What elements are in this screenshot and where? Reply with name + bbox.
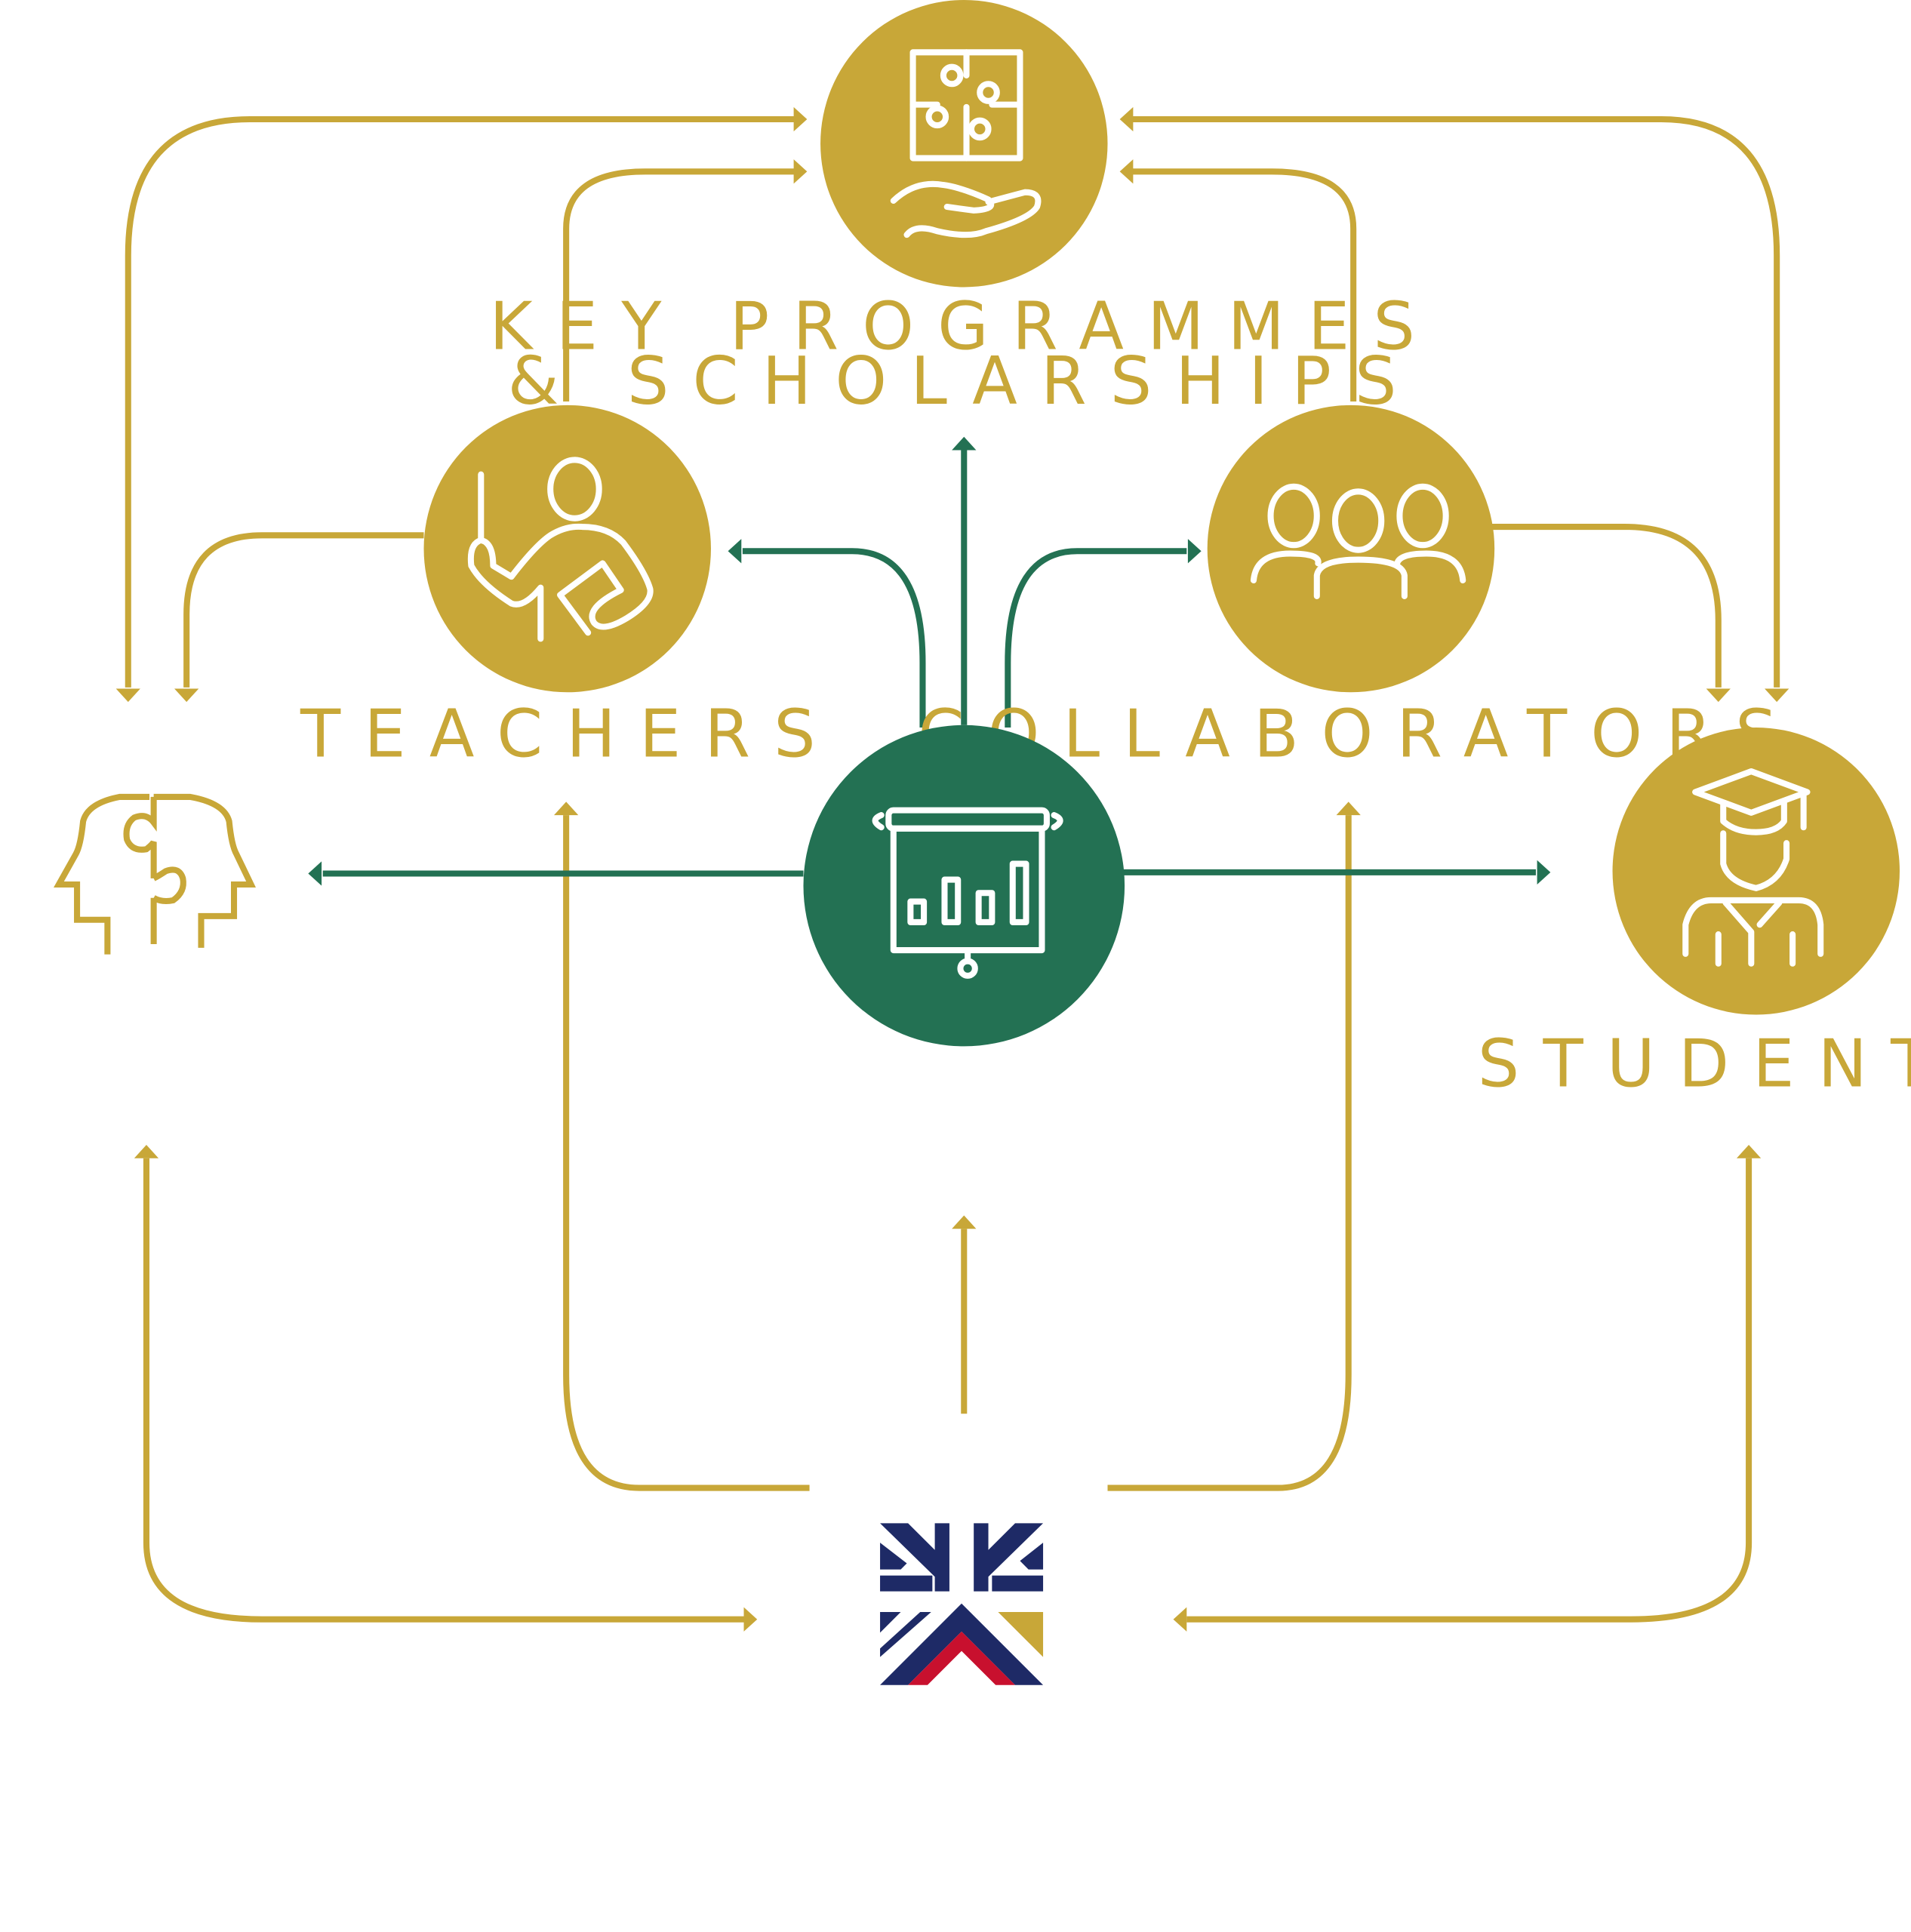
arrowhead xyxy=(1537,860,1551,884)
connector-students-to-logo xyxy=(1186,1158,1753,1623)
arrowhead xyxy=(1765,688,1789,703)
arrowhead xyxy=(1336,801,1361,816)
puzzle-hand-icon xyxy=(890,49,1042,238)
connector-center-to-teachers xyxy=(742,548,926,728)
connector-logo-to-teachers xyxy=(563,815,810,1491)
node-teachers: TEACHERS xyxy=(300,405,839,773)
british-flag-logo xyxy=(880,1523,1044,1685)
connector-left-to-programmes xyxy=(125,115,798,688)
arrowhead xyxy=(115,688,140,703)
connector-teachers-to-programmes xyxy=(563,168,798,401)
teacher-pointer-icon xyxy=(467,457,654,642)
connector-students-to-programmes xyxy=(1131,115,1780,688)
node-students: STUDENTS xyxy=(1478,728,1911,1103)
gold-connectors xyxy=(115,106,1789,1632)
arrowhead xyxy=(1706,688,1731,703)
arrowhead xyxy=(743,1607,758,1632)
node-collaborators: COLLABORATORS xyxy=(919,405,1777,773)
arrowhead xyxy=(1119,159,1134,184)
label-key-programmes-line2: & SCHOLARSHIPS xyxy=(508,343,1420,420)
node-circle xyxy=(423,405,711,693)
arrowhead xyxy=(1736,1144,1762,1158)
arrowhead xyxy=(308,861,322,886)
arrowhead xyxy=(174,688,199,703)
connector-center-to-collaborators xyxy=(1005,548,1187,728)
label-teachers: TEACHERS xyxy=(300,696,839,773)
arrowhead xyxy=(728,539,742,564)
label-students: STUDENTS xyxy=(1478,1026,1911,1103)
heads-puzzle-icon xyxy=(54,793,257,955)
group-people-icon xyxy=(1250,483,1466,599)
arrowhead xyxy=(134,1144,159,1158)
node-key-programmes: KEY PROGRAMMES & SCHOLARSHIPS xyxy=(489,0,1439,420)
connector-collaborators-to-students xyxy=(1491,524,1722,688)
arrowhead xyxy=(793,106,808,132)
arrowhead xyxy=(1119,106,1134,132)
green-connectors xyxy=(308,436,1551,886)
connector-collaborators-to-programmes xyxy=(1131,168,1357,401)
label-key-programmes-line1: KEY PROGRAMMES xyxy=(489,288,1439,365)
arrowhead xyxy=(1173,1607,1187,1632)
connector-left-to-logo xyxy=(143,1158,746,1623)
graduate-icon xyxy=(1682,768,1824,967)
arrowhead xyxy=(952,436,977,451)
arrowhead xyxy=(1187,539,1202,564)
presentation-chart-icon xyxy=(872,807,1063,979)
connector-teachers-to-left xyxy=(183,532,424,688)
connector-logo-to-collaborators xyxy=(1107,815,1352,1491)
arrowhead xyxy=(554,801,579,816)
arrowhead xyxy=(793,159,808,184)
arrowhead xyxy=(952,1215,977,1229)
center-circle xyxy=(803,724,1125,1047)
node-center xyxy=(803,724,1125,1047)
